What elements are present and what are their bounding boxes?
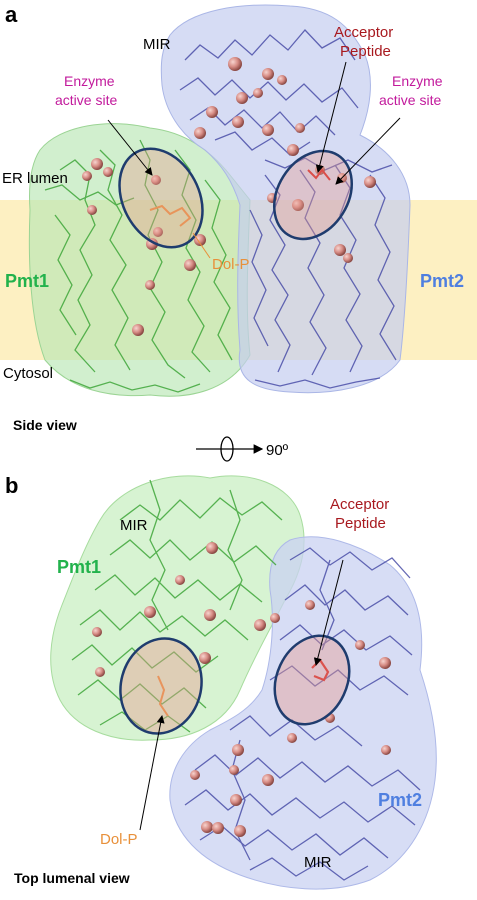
mir-label-b-bottom: MIR [304,854,332,871]
enzyme-left-label-2: active site [55,92,117,108]
acceptor-peptide-stick-a [307,168,331,181]
rotation-loop-icon [220,436,234,462]
pmt2-label-a: Pmt2 [420,271,464,291]
pmt1-backbone-top [71,479,283,733]
acceptor-label-a-2: Peptide [340,43,391,60]
dolp-stick-a [149,204,192,227]
active-site-ellipse-left-b [119,637,203,735]
pmt1-label-b: Pmt1 [57,557,101,577]
residue-spheres-b [92,542,391,837]
rotation-label: 90º [266,442,289,459]
er-lumen-label: ER lumen [2,170,68,187]
pmt1-backbone-side [44,139,233,393]
acceptor-label-b-2: Peptide [335,515,386,532]
active-site-ellipse-right-a [273,149,353,241]
side-view-label: Side view [13,417,77,433]
pmt1-surface-side [28,123,251,397]
cytosol-label: Cytosol [3,365,53,382]
arrow-dolp-a [192,232,211,259]
active-site-ellipse-right-b [273,634,351,726]
dolp-label-a: Dol-P [212,256,250,273]
enzyme-right-label-1: Enzyme [392,73,443,89]
mir-label-a: MIR [143,36,171,53]
panel-a-letter: a [5,2,18,27]
arrow-acceptor-b [313,559,344,666]
top-lumenal-view-label: Top lumenal view [14,870,130,886]
pmt1-surface-top [50,475,305,741]
arrow-enzyme-right [335,117,401,185]
enzyme-left-label-1: Enzyme [64,73,115,89]
mir-label-b-top: MIR [120,517,148,534]
panel-b-letter: b [5,473,18,498]
pmt2-label-b: Pmt2 [378,790,422,810]
active-site-ellipse-left-a [118,147,204,249]
arrow-enzyme-left [107,119,153,176]
pmt2-backbone-side [179,29,397,389]
pmt1-label-a: Pmt1 [5,271,49,291]
dolp-stick-b [157,675,169,717]
rotation-indicator: 90º [196,436,289,462]
arrow-acceptor-a [315,61,347,173]
pmt2-backbone-top [184,547,421,881]
acceptor-label-a-1: Acceptor [334,24,393,41]
dolp-label-b: Dol-P [100,831,138,848]
panel-b: b MIR Acceptor Peptide Pmt1 Pmt2 Dol-P M… [5,473,437,890]
arrow-dolp-b [139,715,165,831]
acceptor-label-b-1: Acceptor [330,496,389,513]
enzyme-right-label-2: active site [379,92,441,108]
panel-a: a MIR Acceptor Peptide Enzyme active sit… [0,2,477,433]
